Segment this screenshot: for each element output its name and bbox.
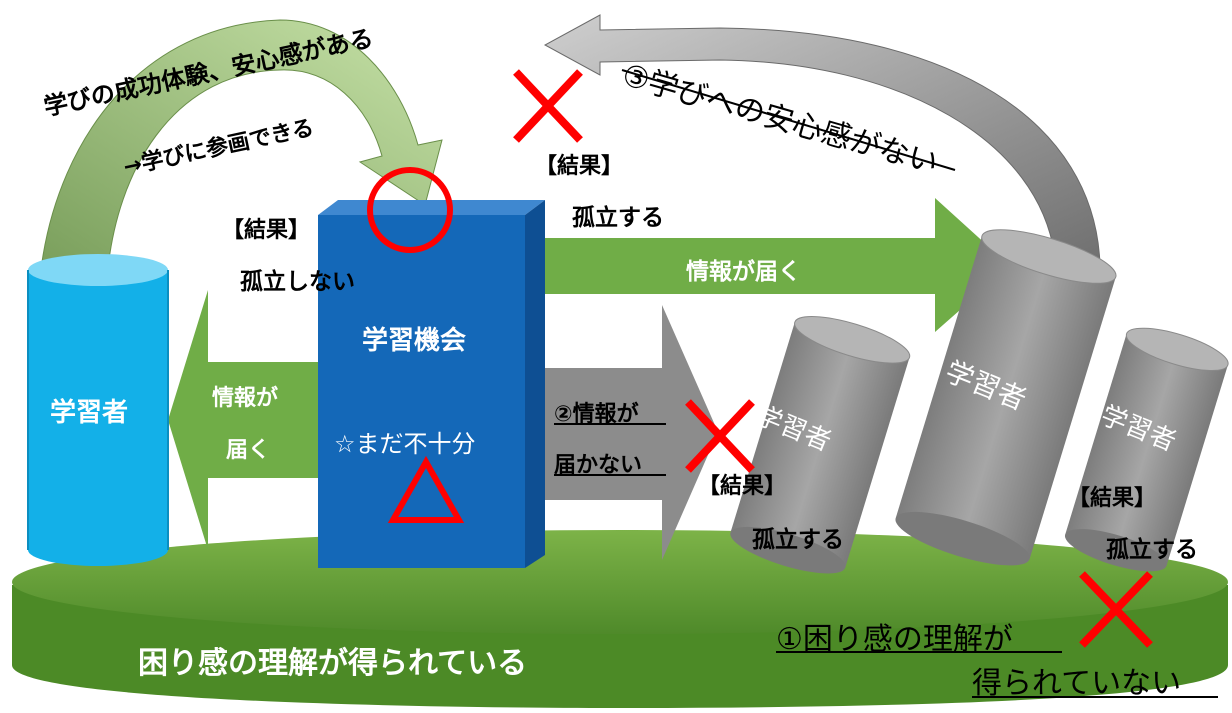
learner-cylinder-3	[1064, 327, 1229, 572]
learner-label-left: 学習者	[50, 398, 129, 428]
isolated-no-text: 孤立しない	[240, 269, 355, 295]
bottom-right-text-2: 得られていない	[972, 666, 1182, 701]
info-arrives-left-1: 情報が	[212, 386, 279, 411]
base-label: 困り感の理解が得られている	[138, 646, 528, 681]
result-label-top: 【結果】	[535, 154, 624, 179]
info-not-arrives-1: ②情報が	[554, 402, 639, 427]
info-arrives-right-arrow	[545, 198, 1010, 332]
red-triangle-mark	[387, 455, 465, 523]
red-x-mark-middle	[685, 399, 755, 473]
no-safety-arc-arrow	[543, 14, 1101, 266]
red-x-mark-top	[513, 69, 583, 143]
underline-5	[621, 69, 956, 171]
info-arrives-left-2: 届く	[226, 438, 271, 463]
info-arrives-left-arrow	[168, 290, 318, 550]
red-circle-mark	[367, 167, 453, 253]
info-not-arrives-2: 届かない	[554, 453, 643, 478]
result-label-left: 【結果】	[222, 218, 311, 243]
isolated-yes-top: 孤立する	[572, 205, 664, 231]
not-enough-label: ☆まだ不十分	[334, 430, 476, 458]
result-label-mid: 【結果】	[698, 474, 787, 499]
success-arc-arrow	[41, 19, 443, 269]
learner-cylinder-2	[895, 229, 1117, 566]
info-not-arrives-arrow	[545, 305, 718, 560]
learning-opportunity-box	[318, 200, 545, 568]
bottom-right-text-1: ①困り感の理解が	[776, 622, 1013, 657]
base-platform	[12, 530, 1228, 708]
learning-opportunity-label: 学習機会	[362, 326, 467, 356]
red-x-mark-bottom	[1079, 571, 1153, 648]
learner-cylinder-left	[27, 254, 169, 566]
learner-cylinder-1	[730, 316, 911, 574]
result-label-right: 【結果】	[1068, 486, 1157, 511]
isolated-yes-mid: 孤立する	[752, 527, 844, 553]
info-arrives-label: 情報が届く	[686, 259, 801, 285]
isolated-yes-right: 孤立する	[1106, 537, 1198, 563]
